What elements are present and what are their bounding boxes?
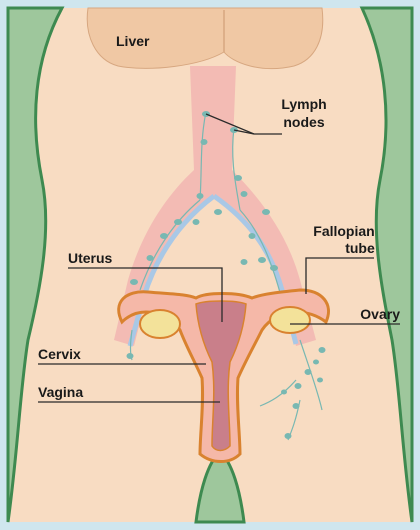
label-uterus: Uterus [68, 250, 113, 266]
left-ovary [140, 310, 180, 338]
label-lymph-nodes-line2: nodes [283, 114, 324, 130]
label-fallopian-line1: Fallopian [313, 223, 374, 239]
label-lymph-nodes-line1: Lymph [281, 96, 326, 112]
right-ovary [270, 307, 310, 333]
label-liver: Liver [116, 33, 150, 49]
label-vagina: Vagina [38, 384, 83, 400]
label-cervix: Cervix [38, 346, 81, 362]
label-fallopian-line2: tube [345, 240, 375, 256]
label-ovary: Ovary [360, 306, 400, 322]
